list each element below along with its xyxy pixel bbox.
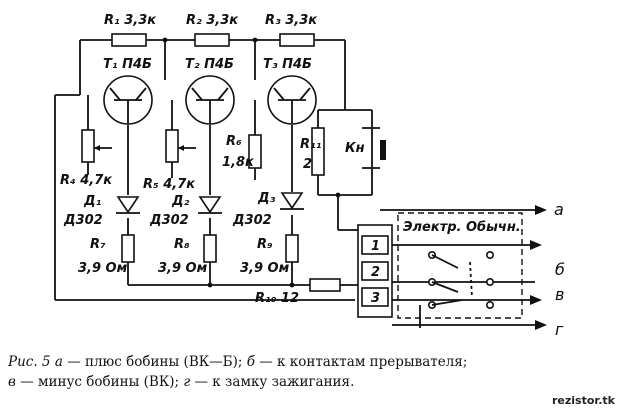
label-d2-type: Д302 — [149, 213, 189, 228]
watermark: rezistor.tk — [551, 394, 615, 407]
connector-block: 1 2 3 — [357, 224, 393, 318]
resistor-r4: R₄ 4,7к — [60, 129, 113, 188]
figure-caption: Рис. 5 а — плюс бобины (ВК—Б); б — к кон… — [8, 352, 620, 392]
resistor-r9: R₉ 3,9 Ом — [240, 234, 299, 276]
caption-text-a: — плюс бобины (ВК—Б); — [62, 354, 247, 370]
resistor-r3: R₃ 3,3к — [265, 13, 318, 47]
connector-pin-3: 3 — [371, 291, 380, 306]
label-r8-name: R₈ — [174, 237, 190, 252]
label-kn: Кн — [345, 141, 365, 156]
mode-switch: Электр. Обычн. — [397, 212, 523, 319]
junction-dots — [162, 37, 341, 288]
label-switch-mode: Электр. Обычн. — [403, 220, 521, 235]
label-r9-name: R₉ — [257, 237, 273, 252]
label-r9-value: 3,9 Ом — [240, 261, 290, 276]
label-r11-value: 2 — [303, 157, 312, 172]
resistor-r1: R₁ 3,3к — [104, 13, 157, 47]
resistor-r11: R₁₁ 2 — [300, 127, 325, 176]
label-r10: R₁₀ 12 — [255, 291, 299, 306]
transistor-t2: T₂ П4Б — [185, 57, 235, 125]
resistor-r5: R₅ 4,7к — [143, 129, 196, 192]
label-r8-value: 3,9 Ом — [158, 261, 208, 276]
label-d1-type: Д302 — [63, 213, 103, 228]
caption-key-g: г — [183, 374, 191, 390]
label-r6-name: R₆ — [226, 134, 242, 149]
label-d1-name: Д₁ — [83, 194, 102, 209]
label-d3-type: Д302 — [232, 213, 272, 228]
terminal-a: а — [535, 200, 564, 219]
connector-pin-2: 2 — [371, 265, 380, 280]
resistor-r8: R₈ 3,9 Ом — [158, 234, 217, 276]
connector-pin-1: 1 — [371, 239, 380, 254]
label-t2: T₂ П4Б — [185, 57, 234, 72]
wiring — [54, 39, 535, 328]
label-t1: T₁ П4Б — [103, 57, 152, 72]
push-button-kn: Кн — [345, 120, 386, 175]
label-r5: R₅ 4,7к — [143, 177, 196, 192]
label-terminal-g: г — [555, 320, 564, 339]
label-r3: R₃ 3,3к — [265, 13, 318, 28]
resistor-r7: R₇ 3,9 Ом — [78, 234, 135, 276]
caption-key-v: в — [8, 374, 16, 390]
resistor-r10: R₁₀ 12 — [255, 278, 341, 306]
label-r1: R₁ 3,3к — [104, 13, 157, 28]
terminal-v: в — [530, 285, 564, 305]
resistor-r2: R₂ 3,3к — [186, 13, 239, 47]
diode-d1: Д₁ Д302 — [63, 194, 140, 228]
transistor-t3: T₃ П4Б — [263, 57, 317, 125]
caption-text-b: — к контактам прерывателя; — [254, 354, 468, 370]
caption-text-g: — к замку зажигания. — [190, 374, 355, 390]
caption-prefix: Рис. 5 — [8, 354, 51, 370]
caption-text-v: — минус бобины (ВК); — [15, 374, 184, 390]
label-r4: R₄ 4,7к — [60, 173, 113, 188]
label-r6-value: 1,8к — [222, 155, 255, 170]
diode-d3: Д₃ Д302 — [232, 191, 304, 228]
label-r2: R₂ 3,3к — [186, 13, 239, 28]
label-d2-name: Д₂ — [171, 194, 190, 209]
terminal-b: б — [530, 240, 565, 279]
label-d3-name: Д₃ — [257, 191, 276, 206]
caption-key-b: б — [246, 354, 255, 370]
label-r7-value: 3,9 Ом — [78, 261, 128, 276]
label-t3: T₃ П4Б — [263, 57, 312, 72]
transistor-t1: T₁ П4Б — [103, 57, 153, 125]
diode-d2: Д₂ Д302 — [149, 194, 222, 228]
label-terminal-v: в — [555, 285, 564, 304]
resistor-r6: R₆ 1,8к — [222, 134, 262, 170]
label-terminal-b: б — [555, 260, 565, 279]
label-r11-name: R₁₁ — [300, 137, 322, 152]
terminal-g: г — [535, 320, 564, 339]
caption-key-a: а — [54, 354, 63, 370]
label-r7-name: R₇ — [90, 237, 106, 252]
label-terminal-a: а — [554, 200, 564, 219]
